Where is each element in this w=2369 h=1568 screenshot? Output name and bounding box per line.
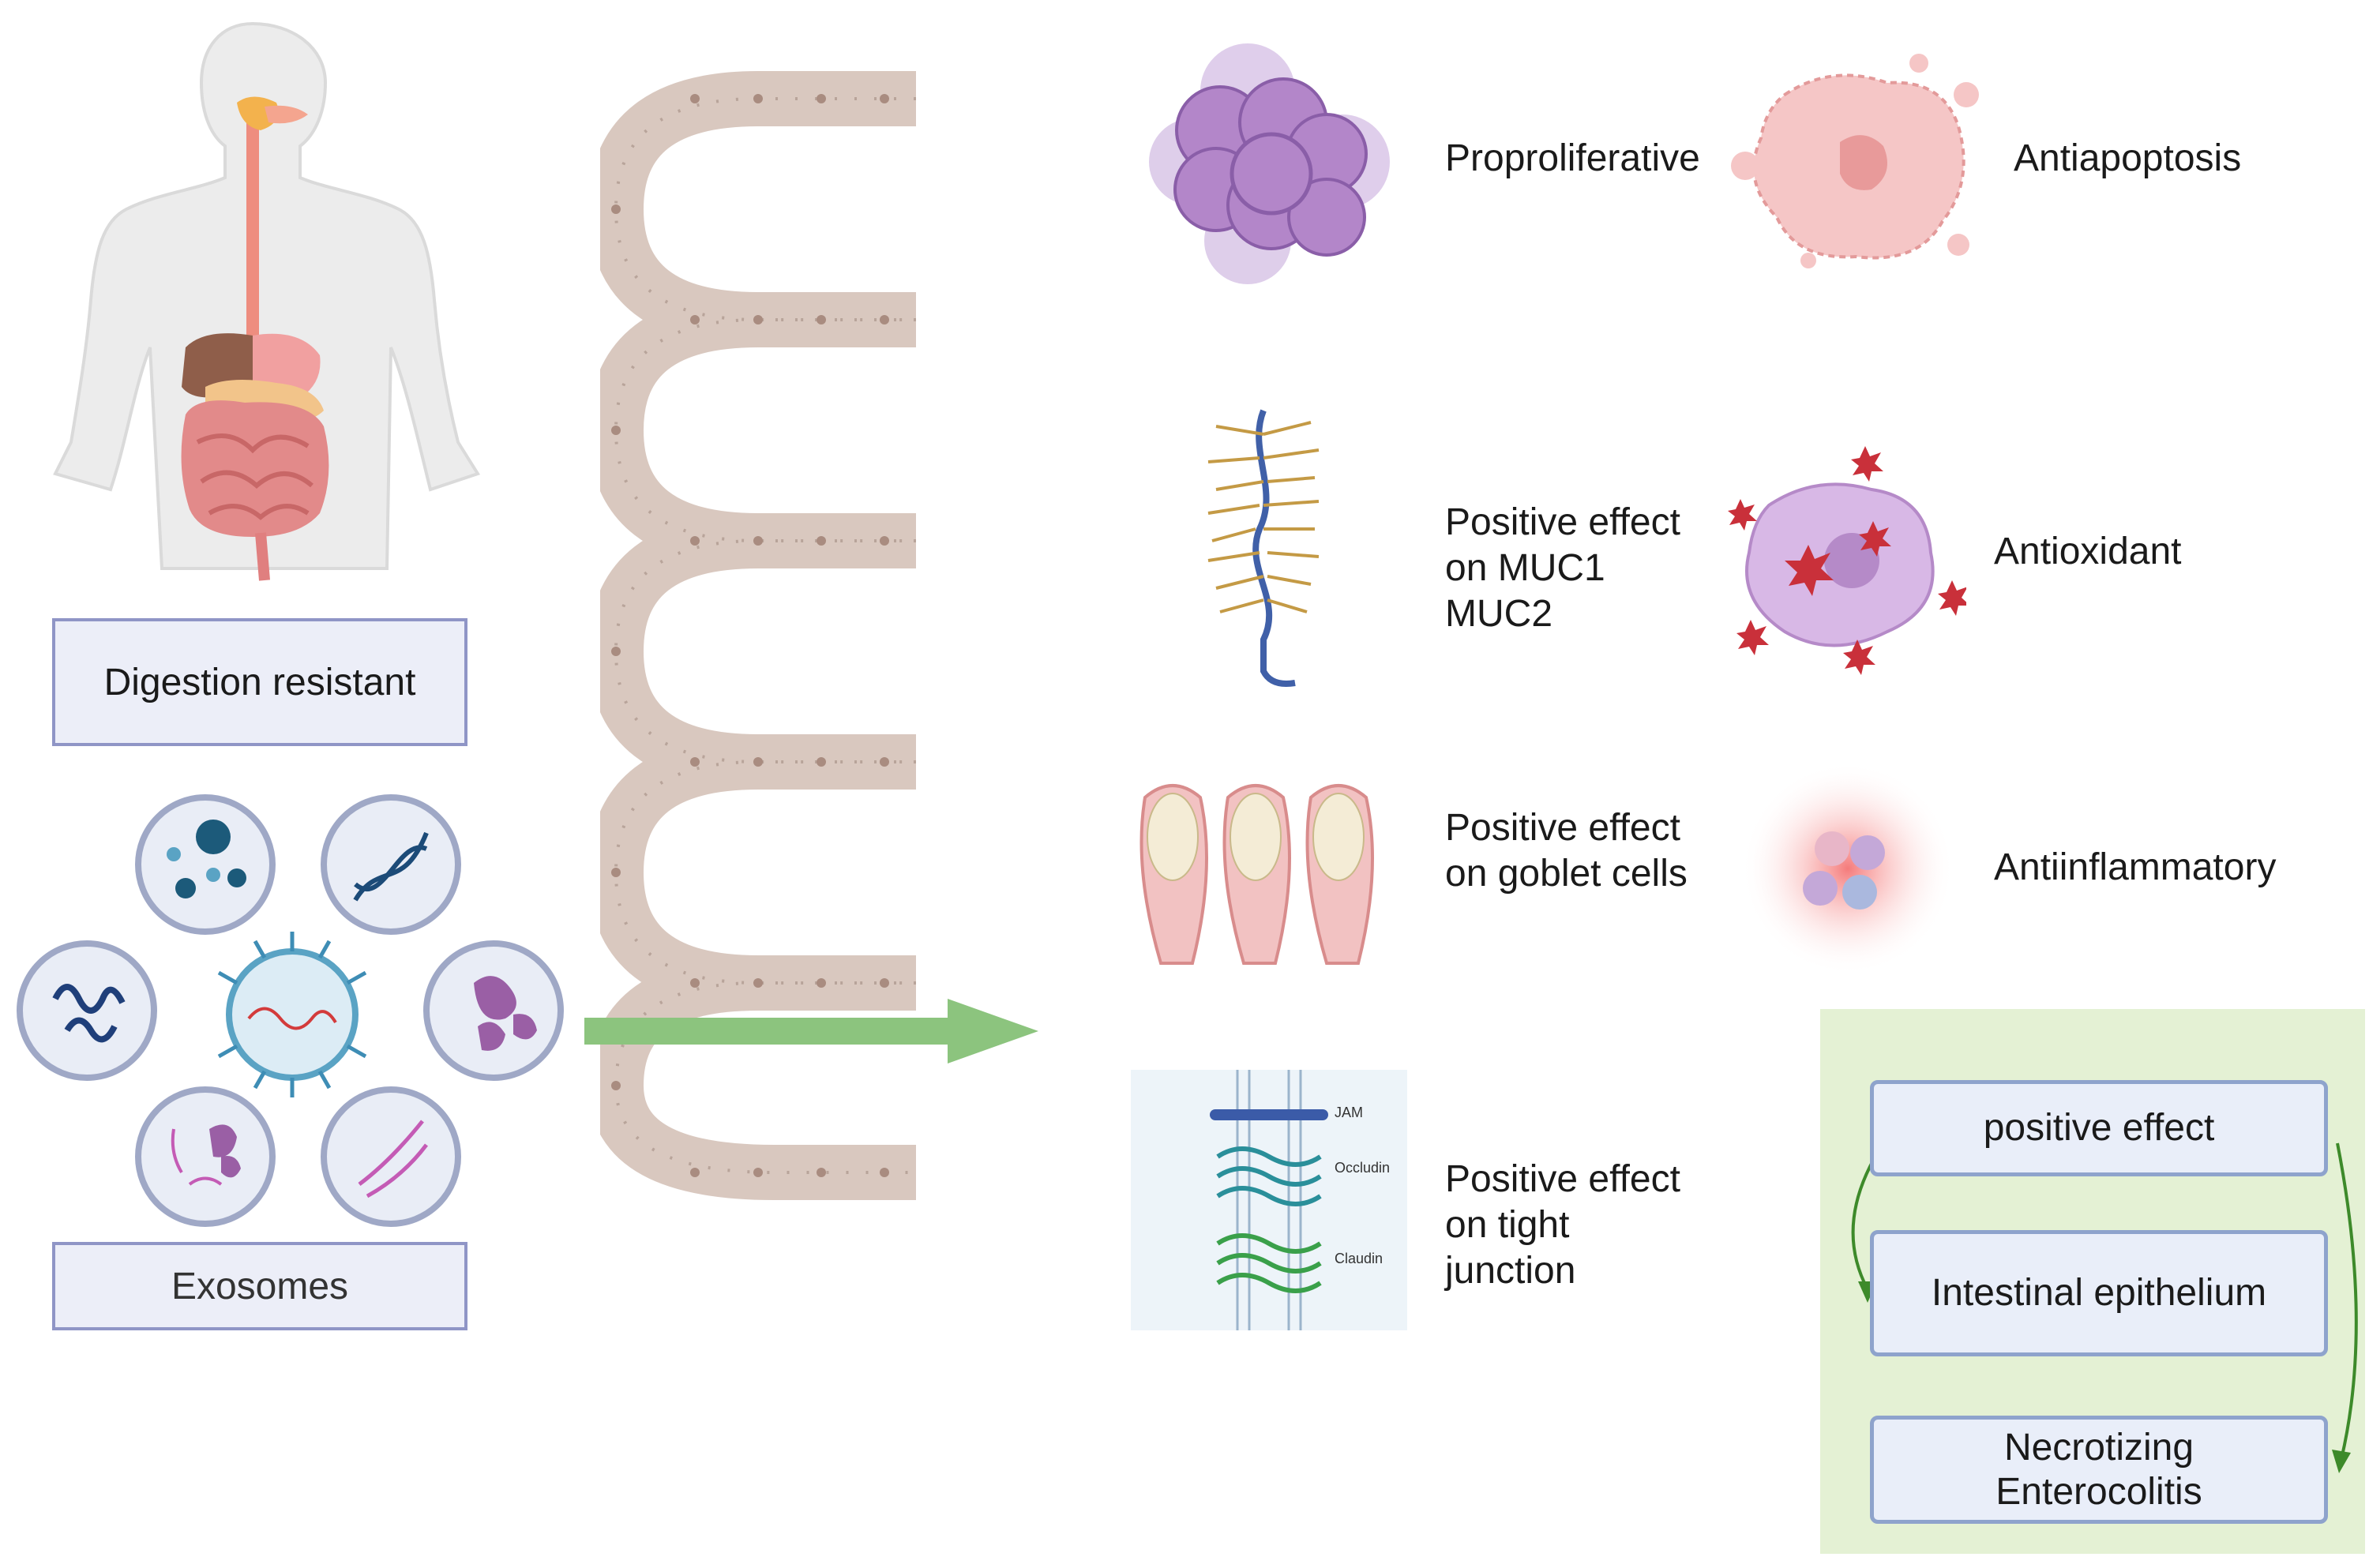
- flow-arrow: [584, 999, 1038, 1063]
- exosome-vesicle: [217, 932, 367, 1097]
- apoptotic-cell-icon: [1731, 54, 1979, 268]
- exosomes-box: Exosomes: [52, 1242, 467, 1330]
- jam-label: JAM: [1335, 1105, 1363, 1120]
- dna-circle: [321, 794, 461, 935]
- muc-line-3: MUC2: [1445, 593, 1553, 635]
- tight-line-3: junction: [1445, 1250, 1576, 1292]
- digestion-resistant-box: Digestion resistant: [52, 618, 467, 746]
- rna-circle: [17, 940, 157, 1081]
- protein-rna-circle: [135, 1086, 276, 1227]
- flow-step-2-label: Intestinal epithelium: [1931, 1272, 2267, 1314]
- flow-step-3-line-2: Enterocolitis: [1995, 1470, 2202, 1513]
- flow-step-positive-effect: positive effect: [1870, 1080, 2328, 1176]
- flow-step-intestinal-epithelium: Intestinal epithelium: [1870, 1230, 2328, 1356]
- goblet-line-2: on goblet cells: [1445, 853, 1688, 895]
- tight-line-1: Positive effect: [1445, 1158, 1680, 1200]
- tight-junction-diagram: JAM Occludin Claudin: [1131, 1070, 1407, 1330]
- intestinal-villi-illustration: [600, 71, 916, 1200]
- tight-line-2: on tight: [1445, 1204, 1570, 1246]
- proliferating-cells-icon: [1149, 43, 1390, 284]
- exosomes-label: Exosomes: [171, 1265, 349, 1307]
- antiinflammatory-label: Antiinflammatory: [1994, 846, 2277, 888]
- muc-line-2: on MUC1: [1445, 547, 1605, 589]
- goblet-effect-label: Positive effect on goblet cells: [1445, 805, 1688, 897]
- proproliferative-label: Proproliferative: [1445, 137, 1700, 179]
- human-digestive-system-illustration: [53, 21, 481, 581]
- goblet-cells-icon: [1139, 784, 1374, 965]
- antioxidant-label: Antioxidant: [1994, 531, 2182, 572]
- occludin-label: Occludin: [1335, 1160, 1390, 1176]
- flow-step-3-line-1: Necrotizing: [2003, 1426, 2194, 1469]
- claudin-label: Claudin: [1335, 1251, 1383, 1266]
- metabolites-circle: [135, 794, 276, 935]
- muc-effect-label: Positive effect on MUC1 MUC2: [1445, 500, 1680, 637]
- tight-junction-effect-label: Positive effect on tight junction: [1445, 1157, 1680, 1294]
- goblet-line-1: Positive effect: [1445, 807, 1680, 849]
- muc-line-1: Positive effect: [1445, 501, 1680, 543]
- exosome-cargo-illustration: [17, 794, 564, 1227]
- digestion-resistant-label: Digestion resistant: [103, 661, 416, 703]
- mucin-glycoprotein-icon: [1207, 409, 1320, 687]
- flow-step-nec: Necrotizing Enterocolitis: [1870, 1416, 2328, 1524]
- antiapoptosis-label: Antiapoptosis: [2014, 137, 2242, 179]
- antioxidant-cell-icon: [1728, 446, 1966, 675]
- antiinflammatory-cells-icon: [1741, 762, 1954, 975]
- flow-step-3-text: Necrotizing Enterocolitis: [1995, 1426, 2202, 1514]
- flow-step-1-label: positive effect: [1983, 1107, 2215, 1149]
- proteins-circle: [423, 940, 564, 1081]
- lipids-circle: [321, 1086, 461, 1227]
